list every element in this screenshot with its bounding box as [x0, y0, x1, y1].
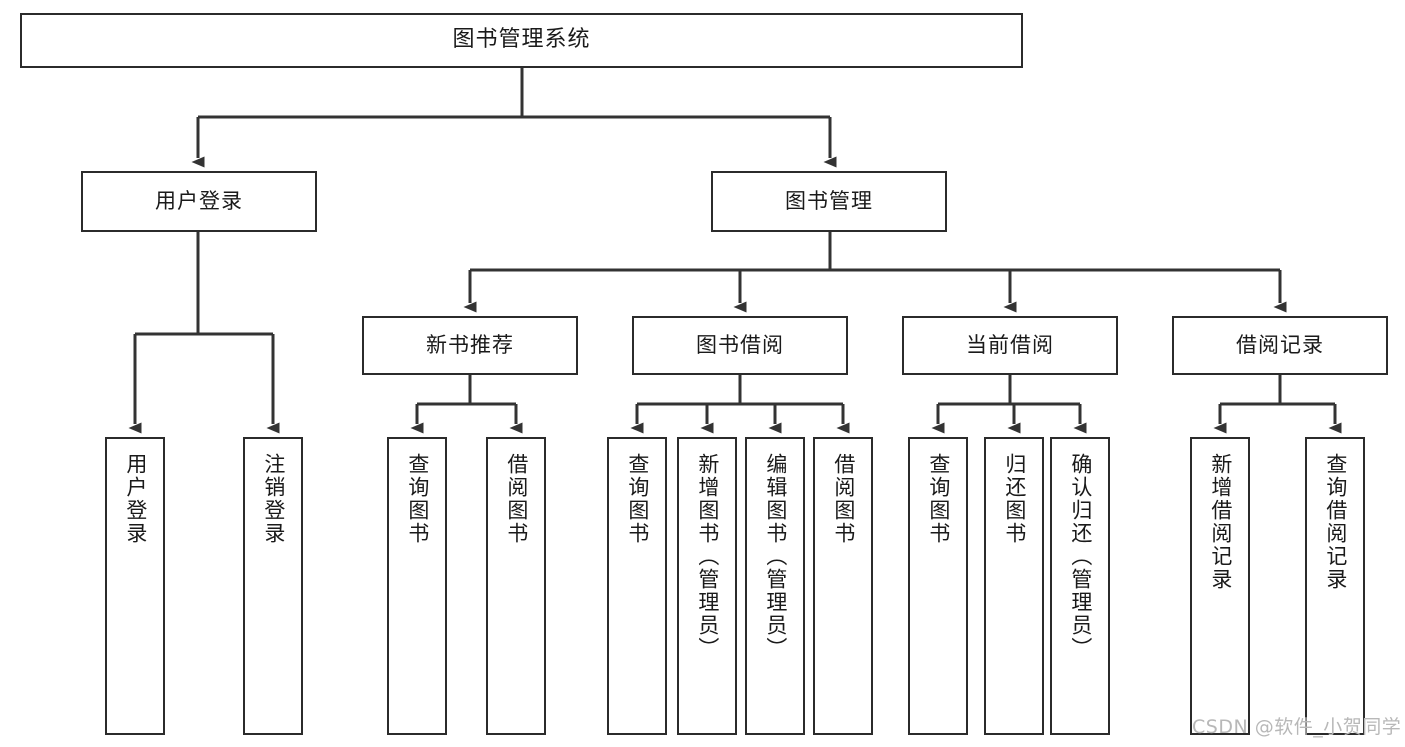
- node-book-borrow-label: 图书借阅: [696, 332, 784, 357]
- node-leaf-query-book-3-label: 查询图书: [926, 453, 951, 545]
- node-leaf-return-book-label: 归还图书: [1002, 453, 1027, 545]
- node-user-login[interactable]: 用户登录: [81, 171, 317, 232]
- node-user-login-label: 用户登录: [155, 188, 243, 213]
- node-leaf-query-book-1[interactable]: 查询图书: [387, 437, 447, 735]
- node-leaf-return-book[interactable]: 归还图书: [984, 437, 1044, 735]
- node-root-label: 图书管理系统: [452, 27, 591, 53]
- node-current-borrow[interactable]: 当前借阅: [902, 316, 1118, 375]
- node-leaf-query-book-3[interactable]: 查询图书: [908, 437, 968, 735]
- node-leaf-confirm-return-label: 确认归还（管理员）: [1068, 453, 1093, 660]
- node-leaf-query-record[interactable]: 查询借阅记录: [1305, 437, 1365, 735]
- node-leaf-query-book-2[interactable]: 查询图书: [607, 437, 667, 735]
- node-leaf-logout[interactable]: 注销登录: [243, 437, 303, 735]
- node-leaf-confirm-return[interactable]: 确认归还（管理员）: [1050, 437, 1110, 735]
- node-leaf-user-login-label: 用户登录: [123, 453, 148, 545]
- node-new-book-rec-label: 新书推荐: [426, 332, 514, 357]
- node-leaf-borrow-book-2-label: 借阅图书: [831, 453, 856, 545]
- node-leaf-query-book-1-label: 查询图书: [405, 453, 430, 545]
- node-leaf-query-record-label: 查询借阅记录: [1323, 453, 1348, 591]
- node-leaf-add-record-label: 新增借阅记录: [1208, 453, 1233, 591]
- node-book-borrow[interactable]: 图书借阅: [632, 316, 848, 375]
- node-leaf-borrow-book-1[interactable]: 借阅图书: [486, 437, 546, 735]
- node-leaf-user-login[interactable]: 用户登录: [105, 437, 165, 735]
- node-borrow-record[interactable]: 借阅记录: [1172, 316, 1388, 375]
- node-new-book-rec[interactable]: 新书推荐: [362, 316, 578, 375]
- node-leaf-edit-book[interactable]: 编辑图书（管理员）: [745, 437, 805, 735]
- node-leaf-borrow-book-1-label: 借阅图书: [504, 453, 529, 545]
- node-book-manage[interactable]: 图书管理: [711, 171, 947, 232]
- node-leaf-query-book-2-label: 查询图书: [625, 453, 650, 545]
- node-book-manage-label: 图书管理: [785, 188, 873, 213]
- node-leaf-add-book[interactable]: 新增图书（管理员）: [677, 437, 737, 735]
- node-borrow-record-label: 借阅记录: [1236, 332, 1324, 357]
- node-leaf-logout-label: 注销登录: [261, 453, 286, 545]
- node-leaf-edit-book-label: 编辑图书（管理员）: [763, 453, 788, 660]
- csdn-watermark: CSDN @软件_小贺同学: [1192, 716, 1402, 738]
- node-current-borrow-label: 当前借阅: [966, 332, 1054, 357]
- node-leaf-add-book-label: 新增图书（管理员）: [695, 453, 720, 660]
- node-leaf-add-record[interactable]: 新增借阅记录: [1190, 437, 1250, 735]
- node-leaf-borrow-book-2[interactable]: 借阅图书: [813, 437, 873, 735]
- node-root[interactable]: 图书管理系统: [20, 13, 1023, 68]
